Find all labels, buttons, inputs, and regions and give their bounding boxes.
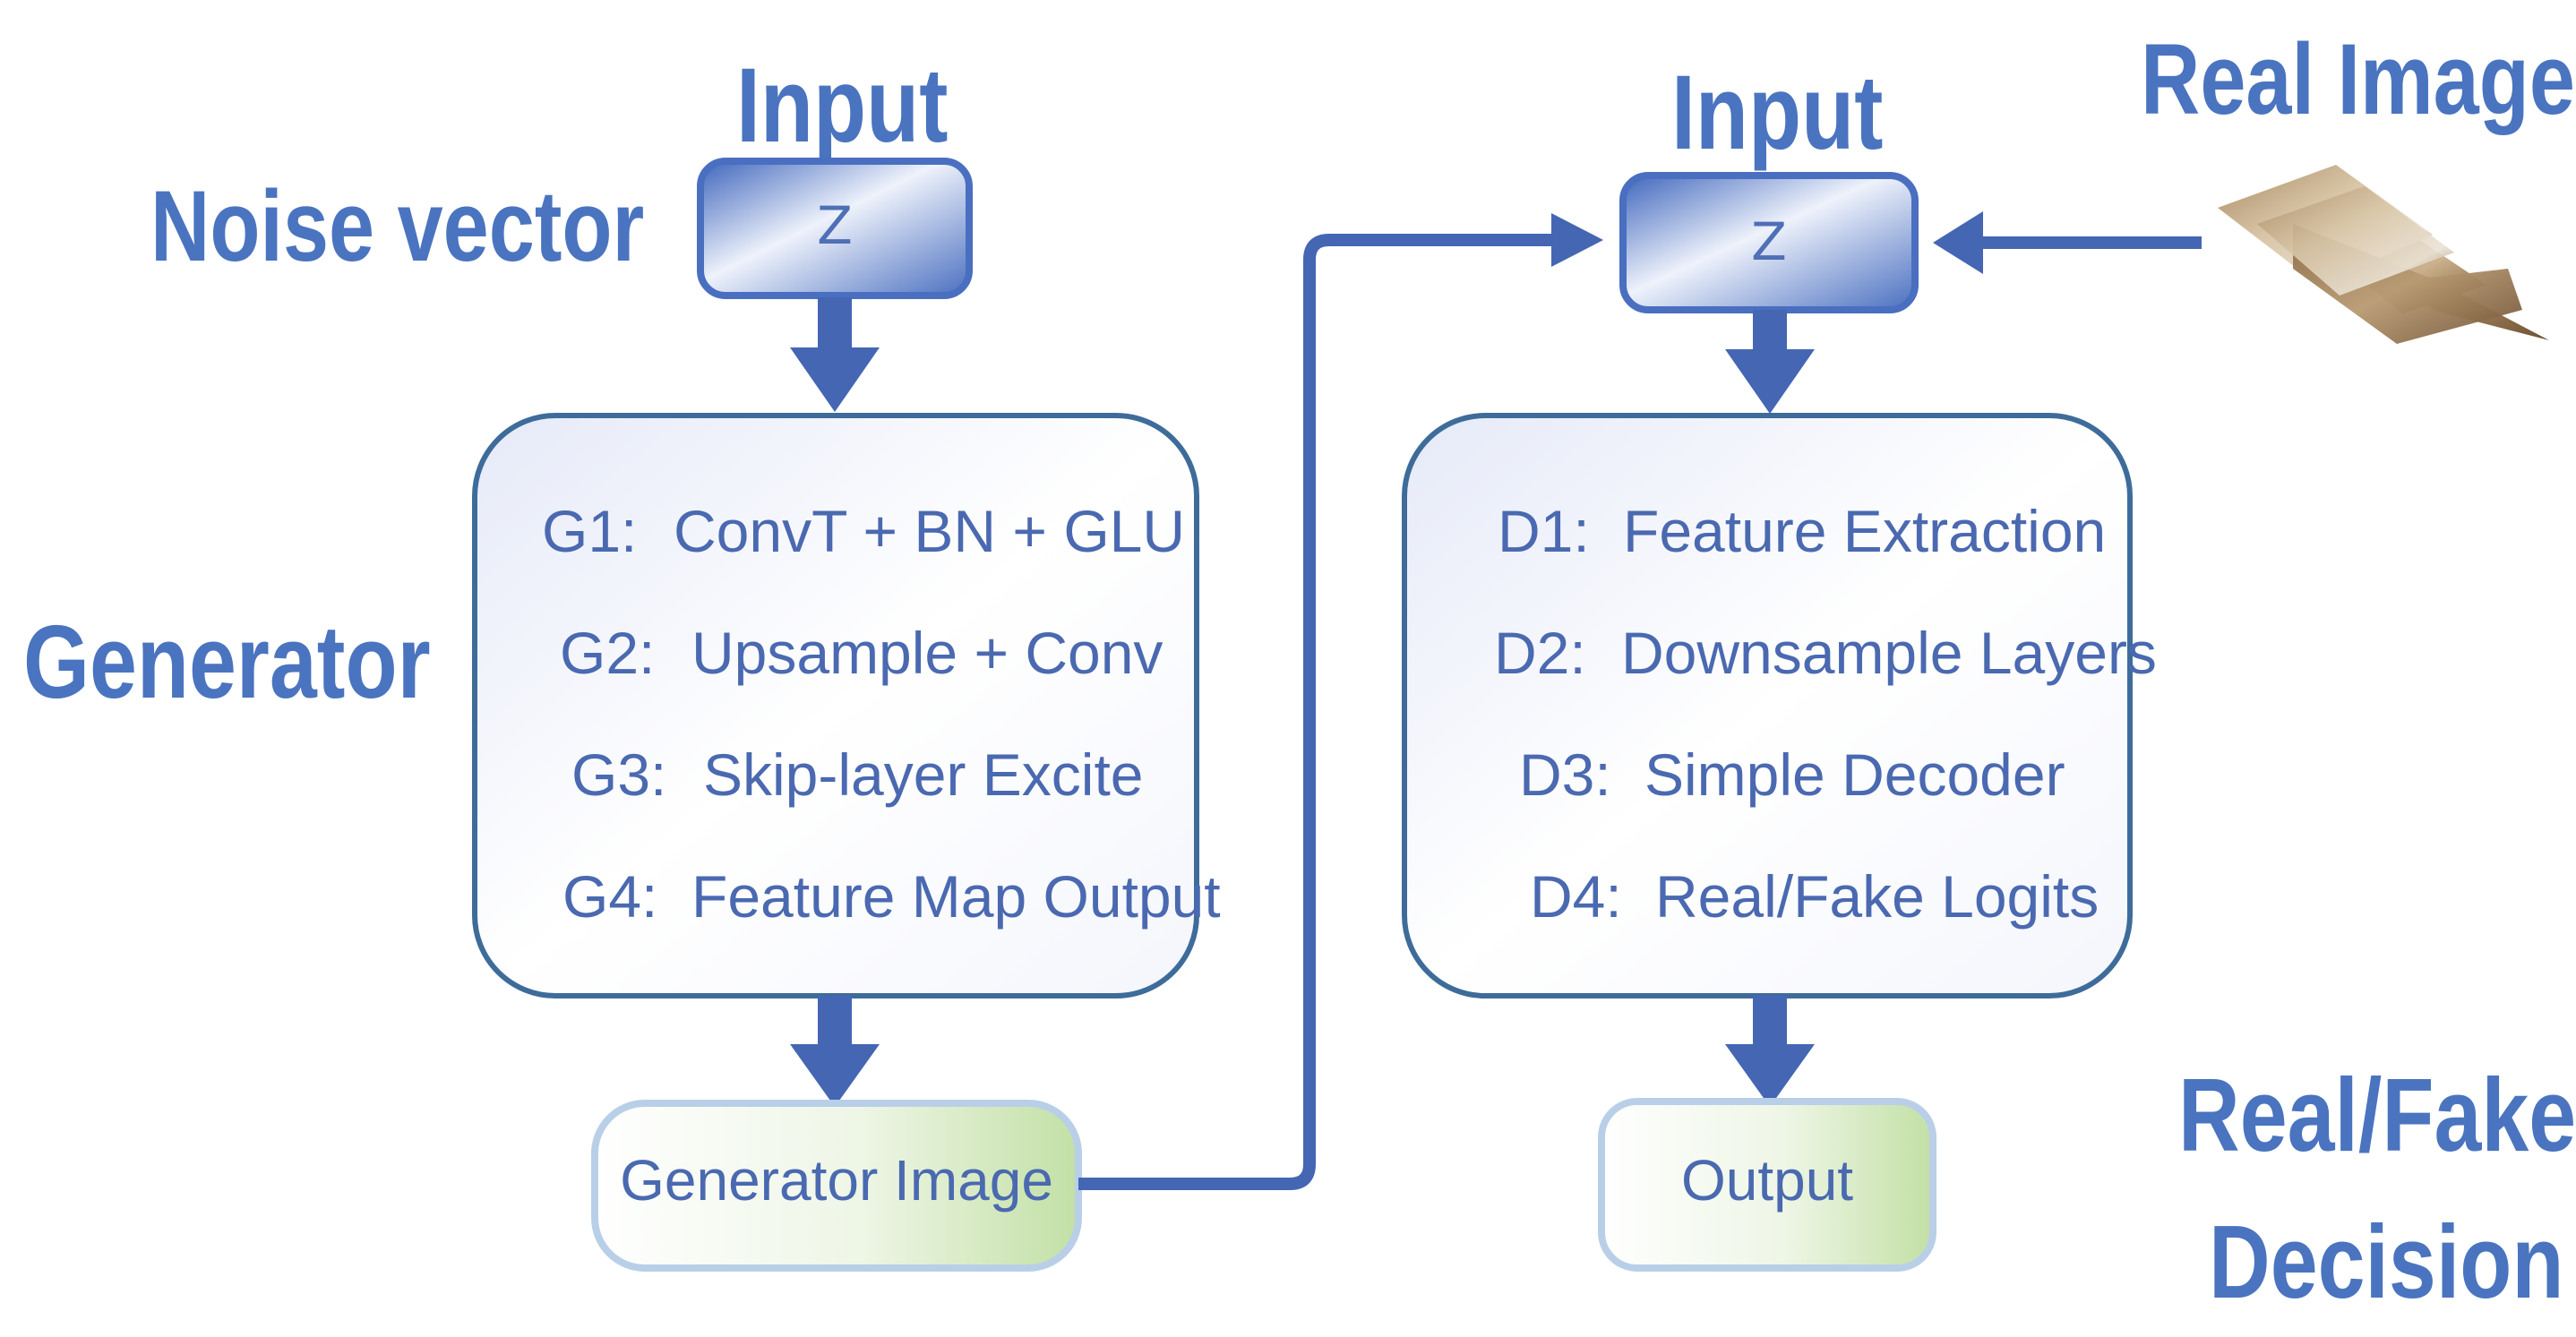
generator-z-symbol: Z bbox=[817, 195, 853, 256]
d1-id: D1: bbox=[1498, 498, 1590, 564]
arrow-discriminator-to-output bbox=[1725, 996, 1815, 1107]
generator-label: Generator bbox=[23, 604, 431, 720]
discriminator-input-title: Input bbox=[1671, 54, 1884, 172]
generator-input-title: Input bbox=[736, 47, 949, 165]
g4-text: Feature Map Output bbox=[691, 863, 1221, 930]
g1-id: G1: bbox=[542, 498, 637, 564]
noise-vector-label: Noise vector bbox=[150, 170, 645, 282]
arrow-z-to-discriminator bbox=[1725, 310, 1815, 414]
arrow-image-to-discriminator bbox=[1078, 213, 1603, 1190]
d3-text: Simple Decoder bbox=[1644, 741, 2065, 808]
d4-id: D4: bbox=[1530, 863, 1622, 930]
g2-id: G2: bbox=[560, 620, 655, 686]
d4-text: Real/Fake Logits bbox=[1655, 863, 2099, 930]
generator-image-label: Generator Image bbox=[620, 1148, 1053, 1213]
decision-label-line1: Real/Fake bbox=[2178, 1057, 2576, 1173]
real-image-picture bbox=[2218, 165, 2549, 344]
arrow-z-to-generator bbox=[790, 297, 880, 412]
real-image-label: Real Image bbox=[2141, 23, 2575, 135]
generator-z-box: Z bbox=[697, 158, 973, 299]
arrow-generator-to-image bbox=[790, 996, 880, 1107]
g4-id: G4: bbox=[562, 863, 657, 930]
d1-text: Feature Extraction bbox=[1623, 498, 2106, 564]
decision-label-line2: Decision bbox=[2209, 1204, 2564, 1320]
arrow-real-image-to-discriminator bbox=[1933, 211, 2202, 274]
g1-text: ConvT + BN + GLU bbox=[674, 498, 1185, 564]
d2-id: D2: bbox=[1494, 620, 1586, 686]
discriminator-block: D1: Feature Extraction D2: Downsample La… bbox=[1402, 413, 2157, 998]
g3-id: G3: bbox=[571, 741, 666, 808]
discriminator-z-box: Z bbox=[1619, 172, 1919, 313]
g2-text: Upsample + Conv bbox=[691, 620, 1163, 686]
discriminator-z-symbol: Z bbox=[1751, 211, 1787, 272]
output-box: Output bbox=[1598, 1098, 1936, 1272]
output-label: Output bbox=[1681, 1148, 1853, 1213]
d3-id: D3: bbox=[1519, 741, 1611, 808]
generator-image-box: Generator Image bbox=[591, 1100, 1082, 1272]
d2-text: Downsample Layers bbox=[1621, 620, 2157, 686]
generator-block: G1: ConvT + BN + GLU G2: Upsample + Conv… bbox=[472, 413, 1221, 998]
g3-text: Skip-layer Excite bbox=[703, 741, 1144, 808]
